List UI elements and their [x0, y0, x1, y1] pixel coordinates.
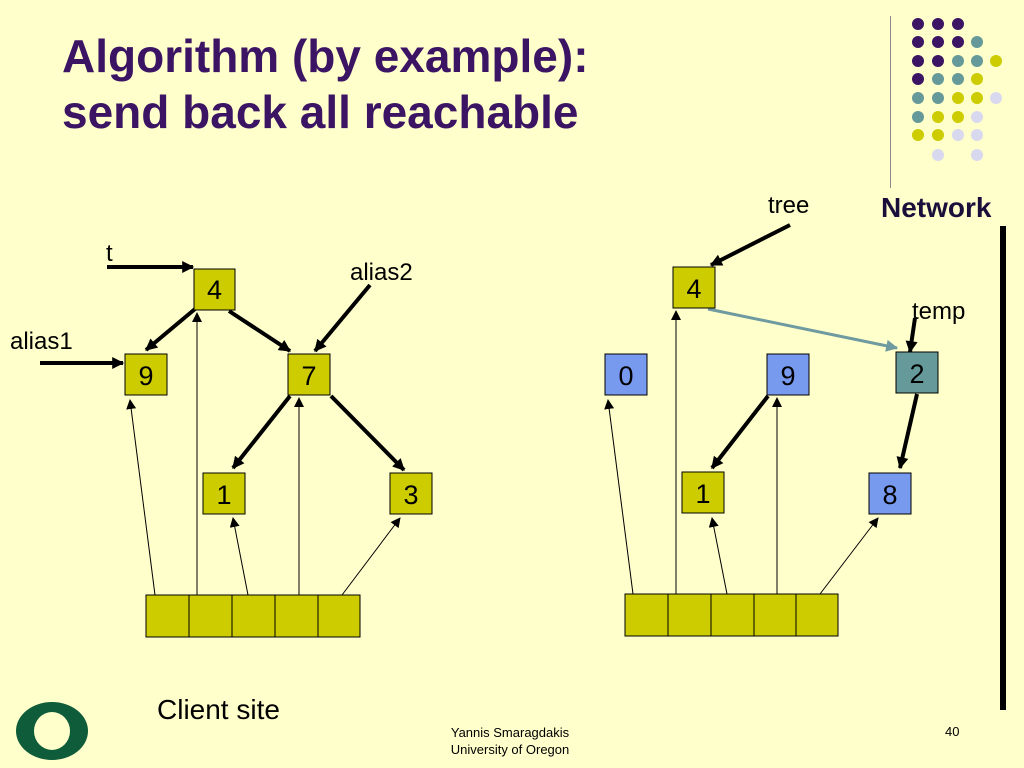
page-number: 40	[945, 724, 960, 739]
client-heap: 4 9 7 1 3 t alias1 alias2	[10, 240, 433, 638]
label-alias1: alias1	[10, 328, 73, 355]
arrow-tree	[709, 223, 791, 267]
network-node-9: 9	[766, 353, 810, 396]
node-value: 4	[686, 274, 701, 304]
edge-4-to-2	[707, 307, 899, 352]
label-temp: temp	[912, 298, 965, 325]
client-table-cell	[145, 594, 190, 638]
network-node-1: 1	[681, 471, 725, 514]
network-divider	[1000, 226, 1006, 710]
network-table-cell	[753, 593, 797, 637]
client-node-7: 7	[287, 353, 331, 396]
decorative-dot-grid	[912, 18, 1002, 161]
network-node-0: 0	[604, 353, 648, 396]
edge-7-to-1	[231, 394, 292, 470]
edge-7-to-3	[329, 394, 406, 472]
footer-org: University of Oregon	[450, 742, 570, 757]
network-table-cell	[624, 593, 669, 637]
title-line-1: Algorithm (by example):	[62, 30, 589, 82]
pointer-to-node-9	[126, 399, 156, 596]
node-value: 4	[207, 275, 222, 305]
client-table-cell	[231, 594, 276, 638]
network-tree-edges	[709, 223, 919, 470]
pointer-to-node-1	[229, 517, 249, 596]
client-table-cell	[274, 594, 319, 638]
pointer-to-node-1	[708, 517, 728, 595]
client-node-4: 4	[193, 268, 236, 311]
label-alias2: alias2	[350, 259, 413, 286]
network-table-cell	[795, 593, 839, 637]
client-node-1: 1	[202, 472, 246, 515]
client-table	[145, 594, 361, 638]
label-tree: tree	[768, 192, 809, 219]
edge-4-to-7	[227, 309, 292, 353]
pointer-to-node-0	[604, 399, 634, 595]
edge-9-to-1	[710, 394, 770, 470]
node-value: 2	[909, 359, 924, 389]
arrow-temp	[905, 317, 918, 354]
network-label: Network	[881, 192, 992, 223]
client-table-cell	[188, 594, 233, 638]
node-value: 7	[301, 361, 316, 391]
arrow-alias2	[313, 283, 372, 353]
client-tree-edges	[40, 261, 406, 472]
pointer-to-node-8	[819, 517, 879, 595]
node-value: 9	[138, 361, 153, 391]
client-node-9: 9	[124, 353, 168, 396]
title-line-2: send back all reachable	[62, 86, 579, 138]
edge-4-to-9	[144, 307, 197, 352]
network-table-cell	[710, 593, 755, 637]
network-table-pointers	[604, 310, 879, 595]
node-value: 3	[403, 480, 418, 510]
node-value: 8	[882, 480, 897, 510]
client-node-3: 3	[389, 472, 433, 515]
edge-2-to-8	[896, 393, 919, 470]
footer-author: Yannis Smaragdakis	[450, 725, 570, 740]
node-value: 1	[695, 479, 710, 509]
footer-credit: Yannis Smaragdakis University of Oregon	[430, 724, 590, 758]
label-t: t	[106, 240, 113, 267]
university-o-logo	[16, 702, 88, 760]
network-node-4: 4	[672, 266, 716, 309]
node-value: 9	[780, 361, 795, 391]
client-table-pointers	[126, 312, 401, 596]
client-table-cell	[317, 594, 361, 638]
node-value: 1	[216, 480, 231, 510]
pointer-to-node-3	[341, 517, 401, 596]
network-table-cell	[667, 593, 712, 637]
client-site-label: Client site	[157, 694, 280, 725]
network-node-8: 8	[868, 472, 912, 515]
network-node-2: 2	[895, 351, 939, 394]
slide-title: Algorithm (by example): send back all re…	[62, 28, 589, 140]
node-value: 0	[618, 361, 633, 391]
network-heap: 4 0 9 2 1 8 tree temp	[604, 192, 965, 637]
title-divider-line	[890, 16, 891, 188]
network-table	[624, 593, 839, 637]
